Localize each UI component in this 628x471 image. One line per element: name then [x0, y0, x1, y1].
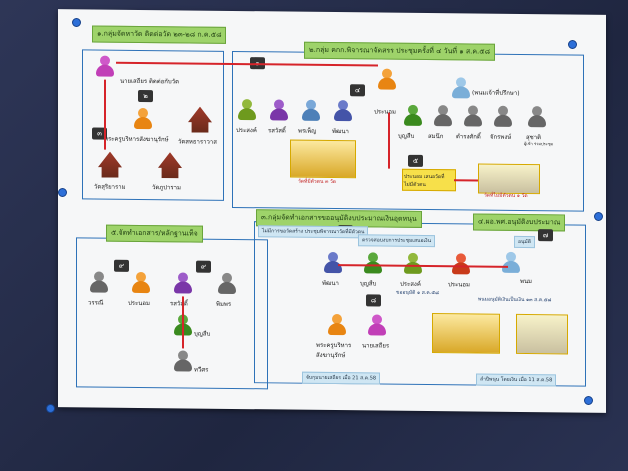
arrow-naisathian-down [104, 79, 106, 150]
person-thawisak [174, 350, 192, 372]
person-damrongsak [464, 105, 482, 127]
label-wat1: วัดสุริยาราม [94, 183, 126, 191]
caption-real-temples: วัดที่มีตัวตน ๓ วัด [298, 178, 337, 186]
step-2-badge: ๒ [138, 89, 153, 103]
label-prathom: ประนอม [374, 108, 396, 116]
fake-temple-image [478, 163, 540, 195]
step-4-badge: ๔ [350, 84, 365, 97]
label-phanom: พนม [520, 277, 533, 286]
label-phraphong: พรเพ็ญ [298, 127, 317, 135]
step-9a-badge: ๙ [114, 259, 129, 272]
section-5-title: ๕.จัดทำเอกสาร/หลักฐานเท็จ [106, 224, 203, 243]
label-prathom-3: ประนอม [128, 299, 150, 308]
person-phraphong [302, 99, 320, 122]
label-naisathian: นายเสถียร ติดต่อกับวัด [120, 77, 179, 86]
label-boonsueb-somnuk: บุญสืบ [398, 132, 415, 140]
note-no-temple-request: ไม่มีการขอวัดสร้าง ประชุมพิจารณาวัดที่มี… [258, 225, 369, 239]
label-participants: ผู้เข้า ร่วมประชุม [524, 141, 554, 147]
label-prasong: ประสงค์ [236, 126, 257, 135]
person-naisathian-2 [368, 314, 386, 336]
label-chakkrapan: จักรพงษ์ [490, 133, 512, 141]
label-wat2: วัดภูปาราม [152, 184, 181, 192]
person-phatthana [334, 100, 352, 122]
label-monk-chief: พระครูบริหารสังฆานุรักษ์ [104, 135, 169, 144]
person-phatthana-2 [324, 251, 342, 274]
note-review-budget: ตรวจสอบงบการประชุมเสนอเงิน [358, 234, 436, 248]
label-thawisak: ทวีศร [194, 366, 209, 374]
person-rotsawadi [270, 99, 288, 121]
temples-image-2 [432, 313, 500, 354]
person-boonsueb-1 [404, 104, 422, 127]
label-prasong-2: ประสงค์ [400, 280, 421, 288]
label-phatthana: พัฒนา [332, 128, 349, 136]
pin-mid-left [58, 188, 67, 197]
note-arrest: จับกุมนายเสถียร เมื่อ 21 ส.ค.58 [302, 371, 381, 385]
label-boonsueb-2: บุญสืบ [360, 280, 377, 288]
person-monk-chief [134, 107, 152, 130]
label-phimphon: พิมพร [216, 300, 232, 308]
person-chakkrapan [494, 105, 512, 128]
person-somnuk [434, 105, 452, 127]
step-5-badge: ๕ [408, 154, 423, 167]
caption-prathom-proposal: ประนอม เสนอวัดที่ไม่มีตัวตน [404, 173, 445, 188]
label-boonsueb-3: บุญสืบ [194, 330, 211, 338]
arrow-fake-to-image [454, 179, 478, 182]
person-prasong [238, 99, 256, 121]
person-vannani [90, 271, 108, 293]
pin-top-right [568, 40, 577, 49]
label-wat3: วัดสหธาราวาส [178, 138, 217, 146]
label-somnuk: สมนึก [428, 133, 444, 141]
frame-section-5 [76, 237, 268, 390]
person-rotsawadi-2 [174, 272, 192, 294]
step-8-badge: ๘ [366, 294, 381, 307]
person-phimphon [218, 272, 236, 295]
section-2-title: ๒.กลุ่ม คกก.พิจารณาจัดสรร ประชุมครั้งที่… [304, 41, 495, 61]
section-1-title: ๑.กลุ่มจัดหาวัด ติดต่อวัด ๒๓-๒๘ ก.ค.๕๘ [92, 25, 227, 44]
pin-top-left [72, 18, 81, 27]
person-naisathian [96, 55, 114, 78]
label-naisathian-2: นายเสถียร [362, 342, 390, 350]
label-rotsawadi: รสวัสดิ์ [268, 127, 286, 135]
pin-bottom-right [584, 396, 593, 405]
label-advisor: (พนมเจ้าที่ปรึกษา) [472, 89, 520, 97]
step-9b-badge: ๙ [196, 260, 211, 273]
label-rotsawadi-2: รสวัสดิ์ [170, 300, 188, 308]
label-phrakru-2: พระครูบริหาร สังฆานุรักษ์ [316, 341, 352, 360]
arrow-prathom-to-fake [388, 112, 390, 169]
person-prathom [378, 68, 396, 90]
pin-mid-right [594, 212, 603, 221]
person-suchat [528, 106, 546, 128]
poster: ๑.กลุ่มจัดหาวัด ติดต่อวัด ๒๓-๒๘ ก.ค.๕๘ ๒… [58, 9, 606, 413]
person-phanom [502, 251, 520, 274]
person-prathom-3 [132, 271, 150, 294]
label-prathom-2: ประนอม [448, 281, 470, 289]
label-damrongsak: ดำรงศักดิ์ [456, 133, 481, 141]
note-request-approval: ขออนุมัติ ๑ ส.ค.๕๘ [396, 289, 439, 297]
real-temples-image [290, 139, 356, 179]
caption-fake-temple: วัดที่ไม่มีตัวตน ๑ วัด [484, 192, 528, 200]
person-phrakru-2 [328, 314, 346, 336]
step-7-badge: ๗ [538, 229, 553, 242]
note-approved: อนุมัติ [514, 235, 535, 249]
note-phanom-arrest: ลำปีพนุน โดยเงิน เมื่อ 11 ส.ค.58 [476, 373, 557, 387]
fake-temple-image-2 [516, 313, 568, 355]
person-advisor [452, 77, 470, 99]
label-vannani: วรรณี [88, 299, 104, 307]
arrow-section5-down [182, 296, 184, 349]
note-phanom-approves: พนมอนุมัติเงินเป็นเงิน ๑๓ ส.ค.๕๘ [478, 296, 552, 304]
pin-bottom-left [46, 404, 55, 413]
label-phatthana-2: พัฒนา [322, 279, 339, 288]
